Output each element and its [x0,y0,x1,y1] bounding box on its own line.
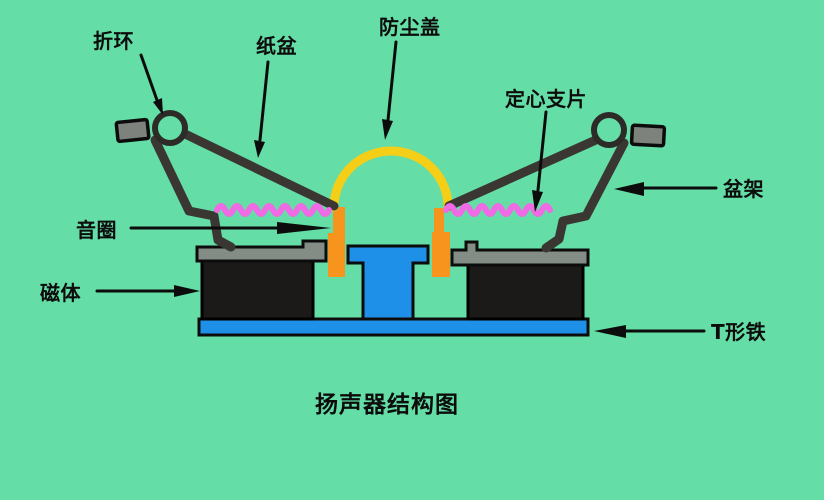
basket-frame-left [150,135,236,252]
magnet-label: 磁体 [40,281,81,305]
spider-wave-left [214,203,332,217]
magnet-arrowhead [174,285,200,297]
voice-coil-former-right-top [434,208,444,234]
surround-arrowhead [153,98,163,115]
spider-wave-right [443,203,553,217]
diagram-caption: 扬声器结构图 [315,391,459,418]
basket-label: 盆架 [723,177,764,201]
surround-arrow-line [139,53,160,105]
voice-coil-former-left-top [333,207,345,235]
cone-right-bar [444,134,603,211]
spider-arrow [532,110,548,212]
dust-cap-dome [329,146,453,212]
top-plate-right [450,240,590,267]
dust-cap-arrow-line [386,40,398,122]
surround-roll-left [152,110,188,146]
top-plate-left [195,239,328,263]
mount-flange-left [114,117,151,144]
dust-cap-arrow [382,40,398,140]
cone-left-bar [178,128,339,211]
voice-coil-arrow [129,222,331,234]
dust-cap-label: 防尘盖 [379,15,441,39]
magnet-right-block [466,263,585,321]
surround-arrow [139,53,163,115]
spider-arrow-line [536,110,548,192]
voice-coil-label: 音圈 [76,218,117,242]
cone-arrow-line [258,60,270,142]
mount-flange-right [629,123,667,148]
t-iron-bottom-plate [197,317,590,337]
t-iron-arrow [594,325,706,338]
magnet-left-block [200,259,315,321]
t-iron-arrowhead [594,325,626,338]
dust-cap-arrowhead [382,119,393,140]
t-iron-label: T形铁 [711,320,766,344]
cone-label: 纸盆 [256,34,298,58]
basket-arrow [614,182,718,196]
basket-frame-right [541,138,629,253]
basket-arrowhead [614,182,644,196]
spider-arrowhead [532,190,543,212]
magnet-arrow [95,285,200,297]
voice-coil-former-right [432,232,450,277]
cone-arrow [254,60,270,158]
spider-label: 定心支片 [505,87,587,111]
t-iron-center-pole [346,244,430,321]
surround-label: 折环 [93,29,134,53]
voice-coil-arrowhead [277,222,331,234]
cone-arrowhead [254,140,265,158]
surround-roll-right [591,112,627,148]
voice-coil-former-left [328,233,345,277]
